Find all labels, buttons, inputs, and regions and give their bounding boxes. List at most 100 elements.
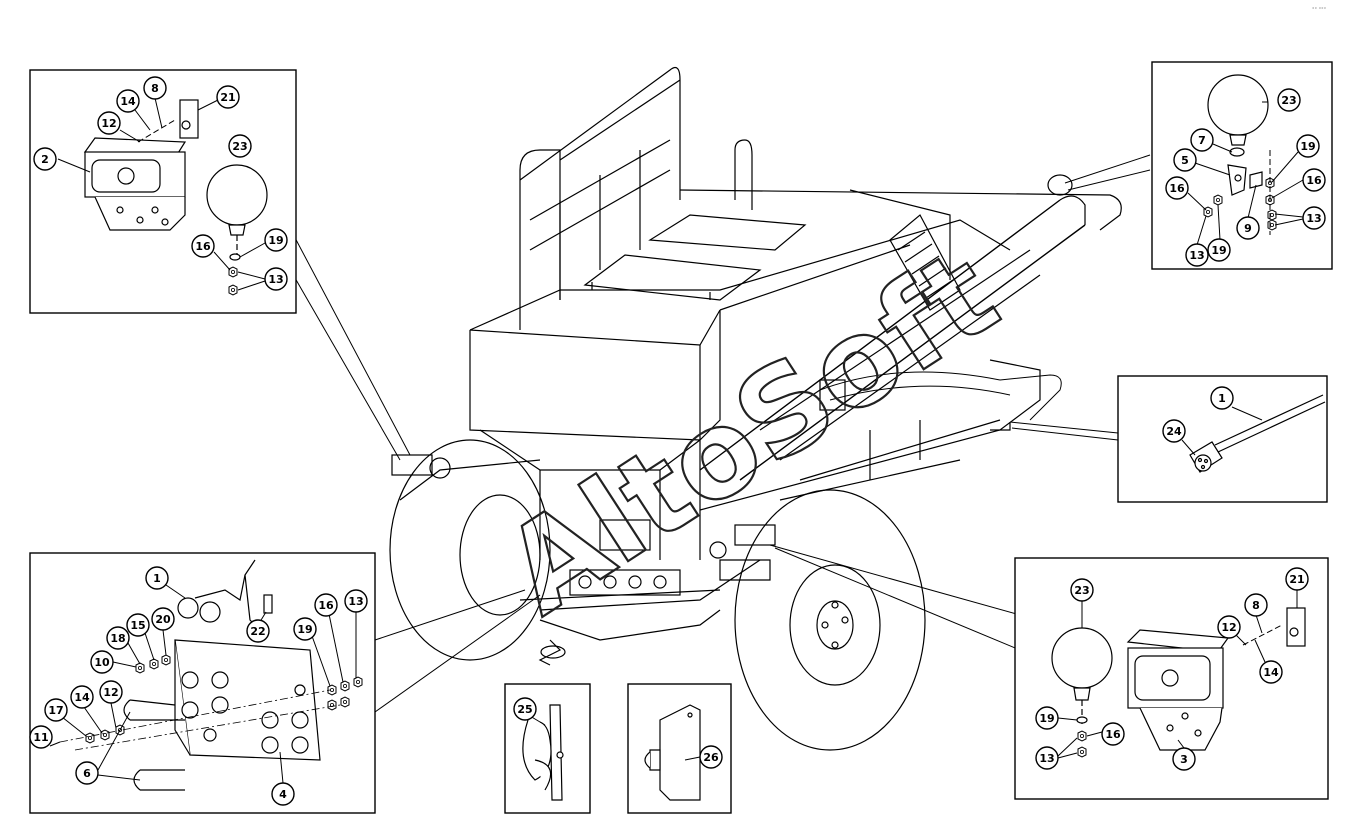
svg-text:7: 7 bbox=[1198, 134, 1206, 147]
svg-text:19: 19 bbox=[1039, 712, 1054, 725]
svg-text:13: 13 bbox=[268, 273, 283, 286]
callout: 25 bbox=[513, 697, 546, 726]
svg-text:12: 12 bbox=[103, 686, 118, 699]
callout: 14 bbox=[70, 685, 103, 734]
svg-text:6: 6 bbox=[83, 767, 91, 780]
callout: 23 bbox=[1070, 578, 1094, 628]
svg-text:19: 19 bbox=[297, 623, 312, 636]
inset-bottom-center-1 bbox=[504, 683, 591, 814]
callout: 8 bbox=[1244, 593, 1268, 634]
callout: 1 bbox=[1210, 386, 1263, 421]
inset-top-left bbox=[29, 69, 297, 314]
svg-text:21: 21 bbox=[1289, 573, 1304, 586]
svg-text:19: 19 bbox=[268, 234, 283, 247]
callout: 5 bbox=[1173, 148, 1231, 176]
callout: 14 bbox=[1254, 639, 1283, 684]
callout: 16 bbox=[1271, 168, 1326, 199]
callout: 2 bbox=[33, 147, 91, 173]
watermark: AltoSoft bbox=[482, 224, 1021, 641]
svg-text:12: 12 bbox=[1221, 621, 1236, 634]
svg-text:19: 19 bbox=[1211, 244, 1226, 257]
svg-text:8: 8 bbox=[151, 82, 159, 95]
svg-text:15: 15 bbox=[130, 619, 145, 632]
svg-text:13: 13 bbox=[1039, 752, 1054, 765]
callout: 19 bbox=[1207, 204, 1231, 262]
air-cart-drawing bbox=[389, 67, 1122, 751]
callout: 12 bbox=[1217, 615, 1247, 646]
callout: 16 bbox=[314, 593, 344, 683]
callout: 23 bbox=[228, 134, 252, 158]
callout: 26 bbox=[684, 745, 723, 769]
callout: 15 bbox=[126, 613, 155, 661]
svg-text:17: 17 bbox=[48, 704, 63, 717]
svg-text:16: 16 bbox=[1306, 174, 1322, 187]
svg-text:19: 19 bbox=[1300, 140, 1315, 153]
corner-mark: °° °°° bbox=[1312, 7, 1327, 13]
callout: 21 bbox=[197, 85, 240, 111]
svg-text:26: 26 bbox=[703, 751, 719, 764]
callout: 7 bbox=[1190, 128, 1233, 153]
svg-text:16: 16 bbox=[1169, 182, 1185, 195]
callout: 14 bbox=[116, 89, 151, 131]
svg-text:18: 18 bbox=[110, 632, 125, 645]
svg-text:1: 1 bbox=[1218, 392, 1226, 405]
svg-text:4: 4 bbox=[279, 788, 287, 801]
callout: 16 bbox=[1165, 176, 1207, 211]
callout: 19 bbox=[1035, 706, 1078, 730]
callout: 13 bbox=[1035, 737, 1078, 770]
callout: 13 bbox=[1274, 206, 1326, 230]
svg-text:21: 21 bbox=[220, 91, 235, 104]
callout: 13 bbox=[344, 589, 368, 678]
svg-text:22: 22 bbox=[250, 625, 265, 638]
callout: 10 bbox=[90, 650, 137, 674]
svg-text:2: 2 bbox=[41, 153, 49, 166]
svg-text:8: 8 bbox=[1252, 599, 1260, 612]
svg-text:3: 3 bbox=[1180, 753, 1188, 766]
svg-text:16: 16 bbox=[318, 599, 334, 612]
callout: 20 bbox=[151, 607, 175, 656]
svg-text:24: 24 bbox=[1166, 425, 1182, 438]
callout: 19 bbox=[293, 617, 331, 687]
callout: 3 bbox=[1172, 739, 1196, 771]
callout: 22 bbox=[246, 611, 270, 643]
svg-text:9: 9 bbox=[1244, 222, 1252, 235]
callout: 6 bbox=[75, 711, 141, 785]
svg-text:23: 23 bbox=[232, 140, 247, 153]
callout: 13 bbox=[1185, 215, 1209, 267]
svg-text:23: 23 bbox=[1281, 94, 1296, 107]
svg-text:23: 23 bbox=[1074, 584, 1089, 597]
callout: 18 bbox=[106, 626, 141, 665]
callouts: 2 12 14 8 21 23 19 16 13 23 7 5 16 19 16… bbox=[29, 76, 1326, 806]
callout: 1 bbox=[145, 566, 186, 599]
callout: 12 bbox=[99, 680, 123, 729]
svg-text:20: 20 bbox=[155, 613, 171, 626]
svg-text:25: 25 bbox=[517, 703, 532, 716]
callout: 8 bbox=[143, 76, 167, 129]
callout: 17 bbox=[44, 698, 87, 737]
callout: 11 bbox=[29, 725, 61, 749]
callout: 4 bbox=[271, 751, 295, 806]
callout: 13 bbox=[237, 267, 288, 291]
svg-text:14: 14 bbox=[74, 691, 90, 704]
svg-text:13: 13 bbox=[348, 595, 363, 608]
inset-bottom-right bbox=[1014, 557, 1329, 800]
svg-text:11: 11 bbox=[33, 731, 48, 744]
callout: 9 bbox=[1236, 184, 1260, 240]
svg-text:14: 14 bbox=[120, 95, 136, 108]
svg-text:13: 13 bbox=[1189, 249, 1204, 262]
leader-lines bbox=[249, 154, 1151, 713]
callout: 23 bbox=[1262, 88, 1301, 112]
svg-text:12: 12 bbox=[101, 117, 116, 130]
callout: 21 bbox=[1285, 567, 1309, 608]
svg-text:16: 16 bbox=[1105, 728, 1121, 741]
svg-text:16: 16 bbox=[195, 240, 211, 253]
svg-text:10: 10 bbox=[94, 656, 110, 669]
svg-text:14: 14 bbox=[1263, 666, 1279, 679]
callout: 24 bbox=[1162, 419, 1196, 456]
svg-text:1: 1 bbox=[153, 572, 161, 585]
callout: 19 bbox=[1271, 134, 1320, 183]
callout: 19 bbox=[239, 228, 288, 258]
callout: 16 bbox=[1086, 722, 1125, 746]
svg-text:5: 5 bbox=[1181, 154, 1189, 167]
